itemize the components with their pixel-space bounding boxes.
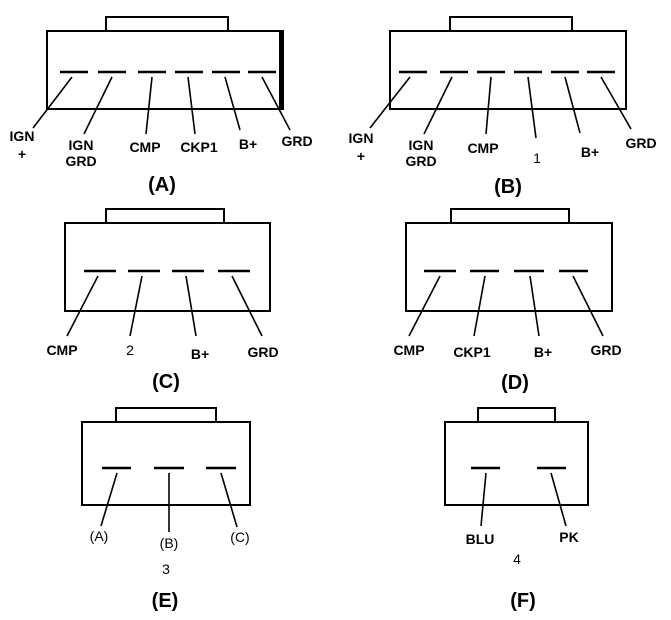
connector-c-leaders	[66, 275, 263, 337]
connector-caption: (D)	[501, 372, 529, 394]
leader-line	[473, 275, 486, 337]
leader-line	[145, 76, 153, 135]
connector-caption: (F)	[510, 590, 536, 612]
pin-label: (C)	[230, 529, 249, 545]
pin-label: GRD	[247, 344, 278, 360]
connector-note: 3	[162, 561, 170, 577]
pin-label: B+	[534, 344, 552, 360]
leader-line	[480, 472, 487, 527]
leader-line	[100, 472, 118, 527]
leader-line	[408, 275, 441, 337]
connector-d-labels: CMP CKP1 B+ GRD (D)	[393, 342, 621, 394]
leader-line	[572, 275, 604, 337]
connector-d-tab	[450, 208, 570, 224]
pin-label: 1	[533, 150, 541, 166]
connector-a-tab	[105, 16, 229, 32]
connector-caption: (C)	[152, 371, 180, 393]
pin-label: GRD	[65, 153, 96, 169]
pin-label: 2	[126, 342, 134, 358]
pin-label: CKP1	[453, 344, 491, 360]
pin-label: GRD	[590, 342, 621, 358]
pin-label: IGN	[10, 128, 35, 144]
pin-label: BLU	[466, 531, 495, 547]
pin-label: GRD	[405, 153, 436, 169]
pin-label: IGN	[409, 137, 434, 153]
leader-line	[527, 76, 537, 139]
pin-label: CMP	[467, 140, 498, 156]
pin-label: CMP	[129, 139, 160, 155]
connector-b-labels: IGN + IGN GRD CMP 1 B+ GRD (B)	[349, 130, 657, 198]
connector-b-leaders	[369, 76, 632, 139]
pin-label: CKP1	[180, 139, 218, 155]
connector-d-leaders	[408, 275, 604, 337]
connector-a-body	[46, 30, 284, 110]
connector-b	[369, 16, 632, 139]
leader-line	[185, 275, 197, 337]
connector-f-leaders	[480, 472, 567, 527]
leader-line	[369, 76, 411, 129]
pin-label: GRD	[625, 135, 656, 151]
connector-e-tab	[115, 407, 217, 423]
pin-label: CMP	[46, 342, 77, 358]
leader-line	[231, 275, 263, 337]
connector-d	[405, 208, 613, 337]
pin-label: B+	[239, 136, 257, 152]
connector-f-body	[444, 421, 589, 506]
connector-caption: (B)	[494, 176, 522, 198]
leader-line	[550, 472, 567, 527]
leader-line	[600, 76, 632, 130]
connector-f-labels: BLU PK 4 (F)	[466, 529, 579, 612]
leader-line	[485, 76, 492, 135]
leader-line	[224, 76, 241, 131]
connector-d-body	[405, 222, 613, 312]
pin-label: (B)	[160, 535, 179, 551]
leader-line	[83, 76, 113, 135]
leader-line	[423, 76, 453, 135]
connector-c	[64, 208, 271, 337]
connector-caption: (A)	[148, 174, 176, 196]
connector-b-body	[389, 30, 627, 110]
connector-b-tab	[449, 16, 573, 32]
leader-line	[66, 275, 99, 337]
connector-caption: (E)	[152, 590, 179, 612]
connector-e	[81, 407, 251, 532]
pin-label: IGN	[349, 130, 374, 146]
pin-label: B+	[191, 346, 209, 362]
leader-line	[261, 76, 291, 131]
pin-label: +	[18, 146, 26, 162]
pin-label: +	[357, 148, 365, 164]
pin-label: (A)	[90, 528, 109, 544]
pin-label: GRD	[281, 133, 312, 149]
pin-label: CMP	[393, 342, 424, 358]
leader-line	[129, 275, 143, 337]
pin-label: B+	[581, 144, 599, 160]
connector-c-labels: CMP 2 B+ GRD (C)	[46, 342, 278, 393]
leader-line	[529, 275, 540, 337]
leader-line	[564, 76, 581, 134]
connector-c-body	[64, 222, 271, 312]
connector-f-tab	[477, 407, 556, 423]
pin-label: PK	[559, 529, 578, 545]
connector-e-leaders	[100, 472, 238, 532]
connector-a-leaders	[32, 76, 291, 135]
connector-a-labels: IGN + IGN GRD CMP CKP1 B+ GRD (A)	[10, 128, 313, 196]
pin-label: IGN	[69, 137, 94, 153]
connector-c-tab	[105, 208, 225, 224]
connector-a	[32, 16, 291, 135]
connector-e-labels: (A) (B) (C) 3 (E)	[90, 528, 250, 612]
leader-line	[220, 472, 238, 528]
connector-f	[444, 407, 589, 527]
leader-line	[187, 76, 196, 135]
leader-line	[32, 76, 73, 129]
connector-e-body	[81, 421, 251, 506]
connector-note: 4	[513, 551, 521, 567]
